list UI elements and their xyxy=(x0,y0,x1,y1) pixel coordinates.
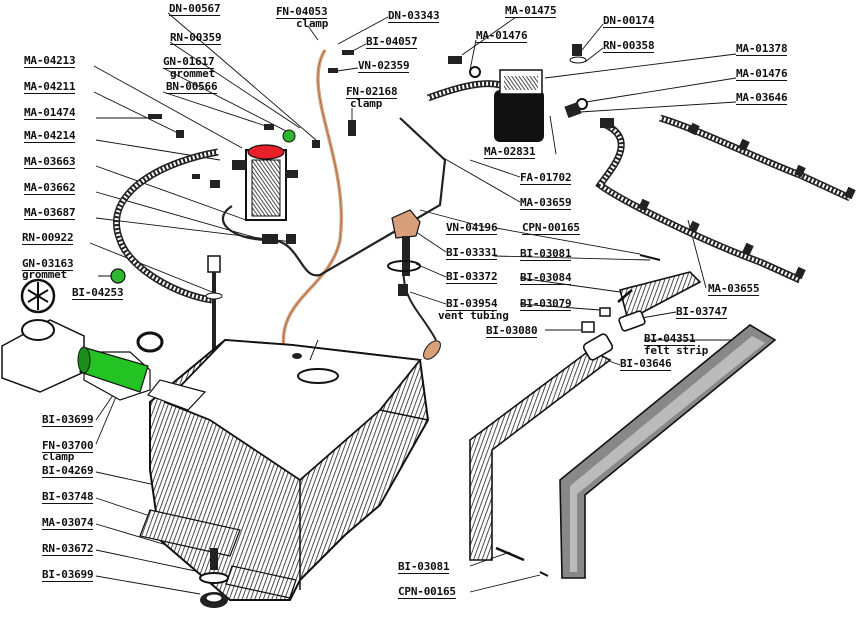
label-felt-strip: felt strip xyxy=(644,344,709,357)
label-ma-03655: MA-03655 xyxy=(708,282,760,296)
grommet-gn01617 xyxy=(282,129,296,143)
label-cpn-00165-b: CPN-00165 xyxy=(398,585,456,599)
label-bi-03748: BI-03748 xyxy=(42,490,94,504)
label-ma-03659: MA-03659 xyxy=(520,196,572,210)
label-ma-03662: MA-03662 xyxy=(24,181,76,195)
label-ma-01475: MA-01475 xyxy=(505,4,557,18)
label-ma-01378: MA-01378 xyxy=(736,42,788,56)
label-clamp-2: clamp xyxy=(350,97,383,110)
fuel-pump xyxy=(232,144,298,221)
label-vn-04196: VN-04196 xyxy=(446,221,498,235)
label-bi-03081-a: BI-03081 xyxy=(520,247,572,261)
label-bi-03079: BI-03079 xyxy=(520,297,572,311)
label-dn-00174: DN-00174 xyxy=(603,14,655,28)
label-bi-03080: BI-03080 xyxy=(486,324,538,338)
label-ma-01474: MA-01474 xyxy=(24,106,76,120)
label-bi-04057: BI-04057 xyxy=(366,35,418,49)
label-grommet-2: grommet xyxy=(22,268,67,281)
filler-assembly xyxy=(1,255,223,414)
label-cpn-00165-a: CPN-00165 xyxy=(522,221,580,235)
label-ma-04211: MA-04211 xyxy=(24,80,76,94)
label-rn-00922: RN-00922 xyxy=(22,231,74,245)
label-ma-03663: MA-03663 xyxy=(24,155,76,169)
label-dn-00567: DN-00567 xyxy=(169,2,221,16)
label-vent-tubing: vent tubing xyxy=(438,309,509,322)
label-gn-03163: GN-03163 xyxy=(22,257,74,271)
label-bi-03081-b: BI-03081 xyxy=(398,560,450,574)
label-bi-03331: BI-03331 xyxy=(446,246,498,260)
label-rn-03672: RN-03672 xyxy=(42,542,94,556)
label-ma-03646: MA-03646 xyxy=(736,91,788,105)
label-clamp-1: clamp xyxy=(296,17,329,30)
fuel-lines xyxy=(113,49,852,361)
label-gn-01617: GN-01617 xyxy=(163,55,215,69)
label-ma-04214: MA-04214 xyxy=(24,129,76,143)
fuel-tank xyxy=(139,338,430,608)
label-bn-00566: BN-00566 xyxy=(166,80,218,94)
label-bi-04253: BI-04253 xyxy=(72,286,124,300)
label-bi-03954: BI-03954 xyxy=(446,297,498,311)
label-ma-02831: MA-02831 xyxy=(484,145,536,159)
label-fn-03700: FN-03700 xyxy=(42,439,94,453)
label-ma-01476-b: MA-01476 xyxy=(736,67,788,81)
label-bi-03747: BI-03747 xyxy=(676,305,728,319)
label-ma-03687: MA-03687 xyxy=(24,206,76,220)
label-rn-00359: RN-00359 xyxy=(170,31,222,45)
label-clamp-3: clamp xyxy=(42,450,75,463)
label-vn-02359: VN-02359 xyxy=(358,59,410,73)
label-rn-00358: RN-00358 xyxy=(603,39,655,53)
label-bi-03646: BI-03646 xyxy=(620,357,672,371)
fuel-filter xyxy=(448,44,614,142)
label-dn-03343: DN-03343 xyxy=(388,9,440,23)
label-bi-04351: BI-04351 xyxy=(644,332,696,346)
label-bi-03372: BI-03372 xyxy=(446,270,498,284)
tank-straps xyxy=(469,254,777,579)
label-bi-03699-b: BI-03699 xyxy=(42,568,94,582)
label-ma-03074: MA-03074 xyxy=(42,516,94,530)
label-bi-03084: BI-03084 xyxy=(520,271,572,285)
label-ma-01476-a: MA-01476 xyxy=(476,29,528,43)
sending-unit xyxy=(387,209,441,360)
small-fasteners xyxy=(148,50,356,244)
label-bi-04269: BI-04269 xyxy=(42,464,94,478)
rail-fittings xyxy=(638,122,856,280)
label-bi-03699: BI-03699 xyxy=(42,413,94,427)
label-fn-02168: FN-02168 xyxy=(346,85,398,99)
label-ma-04213: MA-04213 xyxy=(24,54,76,68)
label-fn-04053: FN-04053 xyxy=(276,5,328,19)
label-grommet-1: grommet xyxy=(170,67,215,80)
label-fa-01702: FA-01702 xyxy=(520,171,572,185)
